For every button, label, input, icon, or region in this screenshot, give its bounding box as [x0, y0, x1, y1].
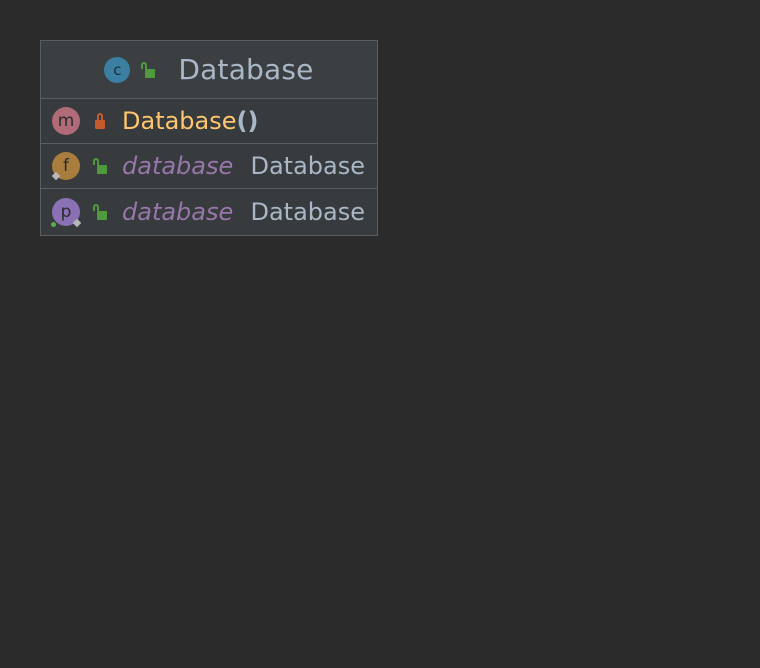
public-lock-icon	[92, 157, 108, 175]
member-row-field[interactable]: f database Database	[41, 144, 377, 189]
private-lock-icon	[92, 112, 108, 130]
field-name: database	[122, 152, 234, 180]
static-diamond-icon	[51, 171, 61, 181]
class-icon-letter: c	[113, 60, 122, 79]
method-icon-letter: m	[57, 111, 75, 131]
public-lock-icon	[140, 61, 156, 79]
member-row-method[interactable]: m Database()	[41, 99, 377, 144]
class-name: Database	[178, 53, 314, 86]
field-icon-letter: f	[63, 156, 69, 176]
field-type: Database	[250, 152, 365, 180]
method-name: Database	[122, 107, 237, 135]
class-header-content: c Database	[104, 53, 313, 86]
property-icon-letter: p	[60, 202, 72, 222]
field-icon: f	[51, 152, 80, 181]
class-node-database[interactable]: c Database m Database() f	[40, 40, 378, 236]
public-lock-icon	[92, 203, 108, 221]
static-diamond-icon	[72, 218, 82, 228]
member-row-property[interactable]: p database Database	[41, 189, 377, 235]
property-name: database	[122, 198, 234, 226]
method-params: ()	[236, 107, 259, 135]
property-type: Database	[250, 198, 365, 226]
class-header[interactable]: c Database	[41, 41, 377, 99]
method-icon: m	[52, 107, 80, 135]
class-icon: c	[104, 56, 131, 83]
getter-dot-icon	[51, 222, 56, 227]
property-icon: p	[51, 198, 82, 228]
